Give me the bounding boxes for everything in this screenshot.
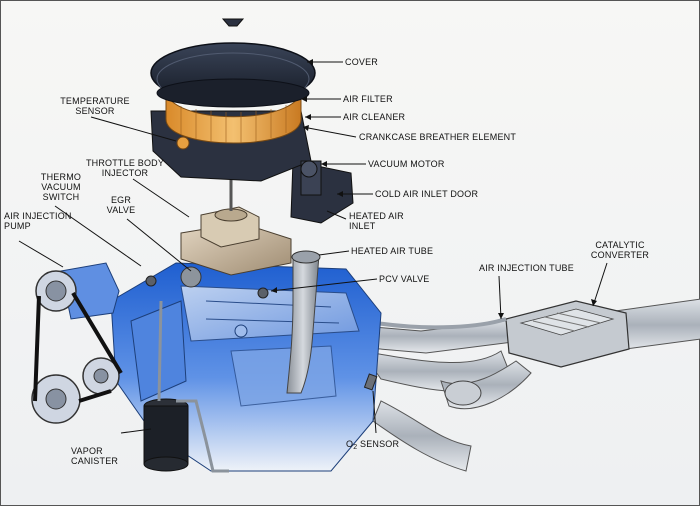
- label-pcv-valve: PCV VALVE: [379, 274, 430, 284]
- label-heated-air-tube: HEATED AIR TUBE: [351, 246, 434, 256]
- label-air-cleaner: AIR CLEANER: [343, 112, 406, 122]
- air-cleaner-assembly: [150, 18, 354, 224]
- label-egr-valve-line1: EGR: [110, 195, 132, 205]
- label-heated-air-inlet: HEATED AIR INLET: [349, 211, 404, 231]
- throttle-body-injector: [145, 179, 378, 391]
- label-thermo-vacuum-switch: THERMO VACUUM SWITCH: [31, 172, 91, 202]
- label-o2-prefix: O: [346, 439, 354, 449]
- label-vapor-canister: VAPOR CANISTER: [71, 446, 118, 466]
- air-injection-pump-body: [31, 262, 123, 424]
- label-heated-air-inlet-line1: HEATED AIR: [349, 211, 404, 221]
- label-thermo-vacuum-line1: THERMO: [40, 172, 82, 182]
- vapor-canister-body: [143, 300, 229, 473]
- label-thermo-vacuum-line2: VACUUM: [41, 182, 81, 192]
- label-catalytic-converter-line1: CATALYTIC: [595, 240, 645, 250]
- label-o2-subscript: 2: [353, 444, 358, 451]
- label-catalytic-converter-line2: CONVERTER: [590, 250, 650, 260]
- heated-air-tube-body: [286, 250, 321, 394]
- label-temperature-sensor-line2: SENSOR: [75, 106, 115, 116]
- label-vapor-canister-line2: CANISTER: [71, 456, 119, 466]
- label-o2-sensor: O2 SENSOR: [346, 439, 399, 453]
- label-temperature-sensor-line1: TEMPERATURE: [60, 96, 130, 106]
- label-throttle-body-line2: INJECTOR: [101, 168, 149, 178]
- air-injection-tube-line: [375, 317, 507, 330]
- label-heated-air-inlet-line2: INLET: [349, 221, 376, 231]
- label-air-injection-pump: AIR INJECTION PUMP: [4, 211, 72, 231]
- label-air-injection-tube: AIR INJECTION TUBE: [479, 263, 574, 273]
- label-egr-valve: EGR VALVE: [101, 195, 141, 215]
- label-o2-suffix: SENSOR: [357, 439, 400, 449]
- label-temperature-sensor: TEMPERATURE SENSOR: [53, 96, 137, 116]
- label-thermo-vacuum-line3: SWITCH: [42, 192, 80, 202]
- catalytic-converter-body: [505, 300, 630, 368]
- label-crankcase-breather-element: CRANKCASE BREATHER ELEMENT: [359, 132, 517, 142]
- label-air-filter: AIR FILTER: [343, 94, 393, 104]
- label-throttle-body-injector: THROTTLE BODY INJECTOR: [83, 158, 167, 178]
- label-egr-valve-line2: VALVE: [106, 205, 136, 215]
- label-vacuum-motor: VACUUM MOTOR: [368, 159, 445, 169]
- label-cover: COVER: [345, 57, 379, 67]
- label-catalytic-converter: CATALYTIC CONVERTER: [587, 240, 653, 260]
- label-air-injection-pump-line2: PUMP: [4, 221, 31, 231]
- label-cold-air-inlet-door: COLD AIR INLET DOOR: [375, 189, 479, 199]
- label-air-injection-pump-line1: AIR INJECTION: [4, 211, 72, 221]
- label-throttle-body-line1: THROTTLE BODY: [85, 158, 165, 168]
- label-vapor-canister-line1: VAPOR: [71, 446, 103, 456]
